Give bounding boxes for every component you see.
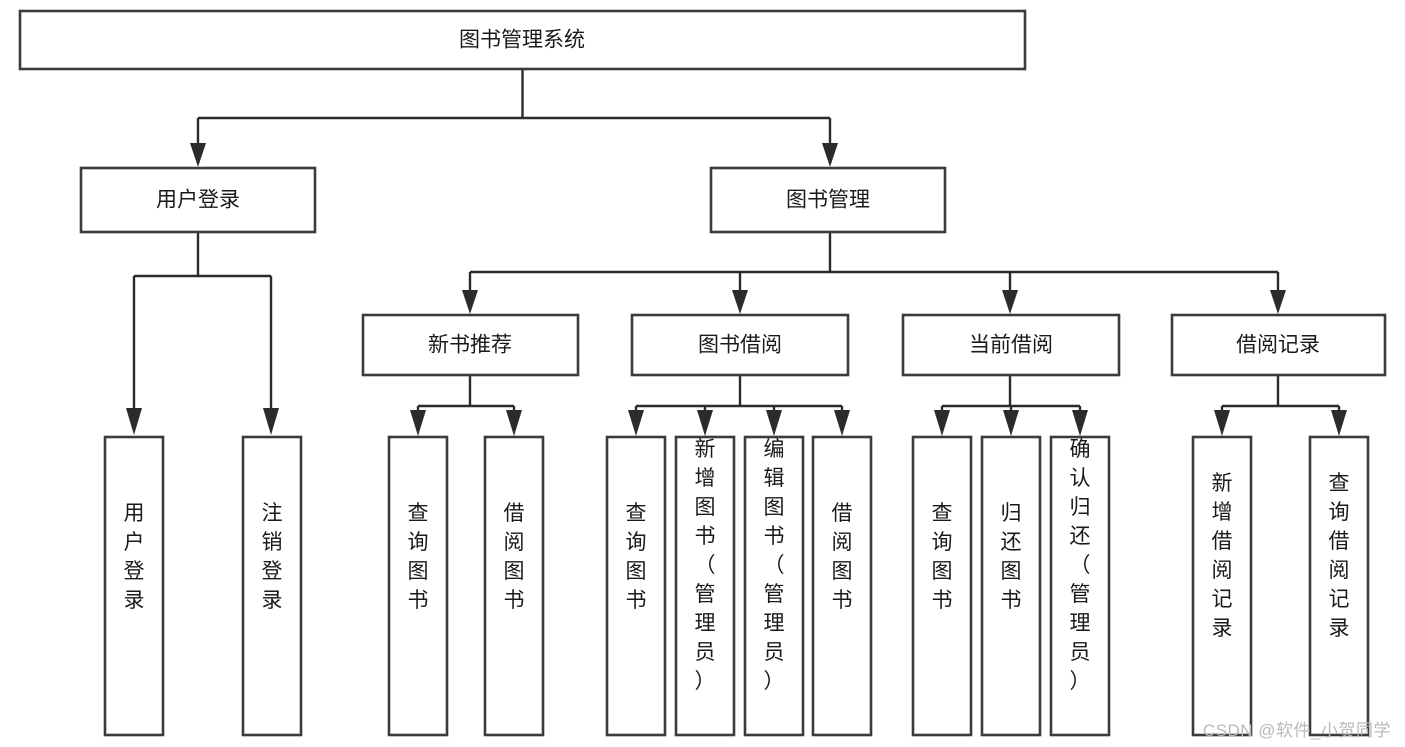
arrowhead-borrow-record	[1270, 290, 1286, 314]
node-new-book-recommend[interactable]: 新书推荐	[361, 313, 580, 377]
arrowhead-leaf-confirm-return	[1072, 410, 1088, 436]
arrowhead-leaf-add-borrow-record	[1214, 410, 1230, 436]
node-leaf-add-borrow-record-box[interactable]	[1191, 435, 1253, 737]
node-user-login[interactable]: 用户登录	[79, 166, 317, 234]
node-leaf-logout-login-label: 注销登录	[262, 502, 283, 612]
node-leaf-query-borrow-record-box[interactable]	[1308, 435, 1370, 737]
node-leaf-logout-login-box[interactable]	[241, 435, 303, 737]
node-book-management[interactable]: 图书管理	[709, 166, 947, 234]
node-leaf-confirm-return-box[interactable]	[1049, 435, 1111, 737]
node-borrow-record[interactable]: 借阅记录	[1170, 313, 1387, 377]
node-book-management-box[interactable]	[709, 166, 947, 234]
node-leaf-borrow-book-2-box[interactable]	[811, 435, 873, 737]
arrowhead-user-login	[190, 143, 206, 167]
node-root[interactable]: 图书管理系统	[18, 9, 1027, 71]
connector-layer	[126, 69, 1347, 436]
node-current-borrow[interactable]: 当前借阅	[901, 313, 1121, 377]
node-leaf-return-book[interactable]: 归还图书	[980, 435, 1042, 737]
arrowhead-leaf-edit-book	[766, 410, 782, 436]
node-leaf-edit-book-box[interactable]	[743, 435, 805, 737]
arrowhead-leaf-logout-login	[263, 408, 279, 435]
node-leaf-query-borrow-record[interactable]: 查询借阅记录	[1308, 435, 1370, 737]
node-leaf-query-borrow-record-label: 查询借阅记录	[1329, 472, 1350, 640]
node-user-login-label: 用户登录	[156, 189, 240, 212]
node-leaf-query-book-2-label: 查询图书	[626, 502, 647, 612]
node-leaf-borrow-book-2[interactable]: 借阅图书	[811, 435, 873, 737]
node-book-borrow-box[interactable]	[630, 313, 850, 377]
node-leaf-borrow-book-1-box[interactable]	[483, 435, 545, 737]
node-current-borrow-label: 当前借阅	[969, 334, 1053, 357]
node-book-borrow-label: 图书借阅	[698, 334, 782, 357]
node-leaf-user-login-box[interactable]	[103, 435, 165, 737]
node-leaf-add-borrow-record[interactable]: 新增借阅记录	[1191, 435, 1253, 737]
node-leaf-edit-book[interactable]: 编辑图书（管理员）	[743, 435, 805, 737]
arrowhead-leaf-borrow-book-1	[506, 410, 522, 436]
node-leaf-query-book-3-box[interactable]	[911, 435, 973, 737]
arrowhead-current-borrow	[1002, 290, 1018, 314]
node-book-borrow[interactable]: 图书借阅	[630, 313, 850, 377]
arrowhead-new-book-recommend	[462, 290, 478, 314]
node-user-login-box[interactable]	[79, 166, 317, 234]
arrowhead-leaf-query-book-1	[410, 410, 426, 436]
node-leaf-user-login[interactable]: 用户登录	[103, 435, 165, 737]
node-leaf-add-book-label: 新增图书（管理员）	[695, 438, 716, 693]
arrowhead-leaf-add-book	[697, 410, 713, 436]
arrowhead-book-borrow	[732, 290, 748, 314]
node-leaf-logout-login[interactable]: 注销登录	[241, 435, 303, 737]
node-new-book-recommend-label: 新书推荐	[428, 334, 512, 357]
node-leaf-query-book-1[interactable]: 查询图书	[387, 435, 449, 737]
arrowhead-leaf-query-book-3	[934, 410, 950, 436]
node-leaf-edit-book-label: 编辑图书（管理员）	[764, 438, 785, 693]
arrowhead-book-management	[822, 143, 838, 167]
node-book-management-label: 图书管理	[786, 189, 870, 212]
node-root-box[interactable]	[18, 9, 1027, 71]
arrowhead-leaf-borrow-book-2	[834, 410, 850, 436]
node-leaf-query-book-1-label: 查询图书	[408, 502, 429, 612]
node-leaf-user-login-label: 用户登录	[124, 502, 145, 612]
node-leaf-borrow-book-1-label: 借阅图书	[504, 502, 525, 612]
node-borrow-record-label: 借阅记录	[1236, 334, 1320, 357]
node-leaf-return-book-box[interactable]	[980, 435, 1042, 737]
node-leaf-query-book-3[interactable]: 查询图书	[911, 435, 973, 737]
node-leaf-confirm-return-label: 确认归还（管理员）	[1070, 438, 1091, 693]
node-leaf-add-book[interactable]: 新增图书（管理员）	[674, 435, 736, 737]
csdn-watermark: CSDN @软件_小贺同学	[1202, 721, 1391, 740]
node-new-book-recommend-box[interactable]	[361, 313, 580, 377]
node-leaf-borrow-book-2-label: 借阅图书	[832, 502, 853, 612]
node-leaf-query-book-1-box[interactable]	[387, 435, 449, 737]
arrowhead-leaf-return-book	[1003, 410, 1019, 436]
node-leaf-query-book-3-label: 查询图书	[932, 502, 953, 612]
node-leaf-query-book-2[interactable]: 查询图书	[605, 435, 667, 737]
node-leaf-query-book-2-box[interactable]	[605, 435, 667, 737]
arrowhead-leaf-query-book-2	[628, 410, 644, 436]
node-leaf-confirm-return[interactable]: 确认归还（管理员）	[1049, 435, 1111, 737]
node-leaf-add-book-box[interactable]	[674, 435, 736, 737]
node-borrow-record-box[interactable]	[1170, 313, 1387, 377]
node-root-label: 图书管理系统	[459, 29, 585, 52]
arrowhead-leaf-user-login	[126, 408, 142, 435]
arrowhead-leaf-query-borrow-record	[1331, 410, 1347, 436]
node-current-borrow-box[interactable]	[901, 313, 1121, 377]
node-leaf-add-borrow-record-label: 新增借阅记录	[1212, 472, 1233, 640]
node-leaf-borrow-book-1[interactable]: 借阅图书	[483, 435, 545, 737]
node-leaf-return-book-label: 归还图书	[1001, 502, 1022, 612]
